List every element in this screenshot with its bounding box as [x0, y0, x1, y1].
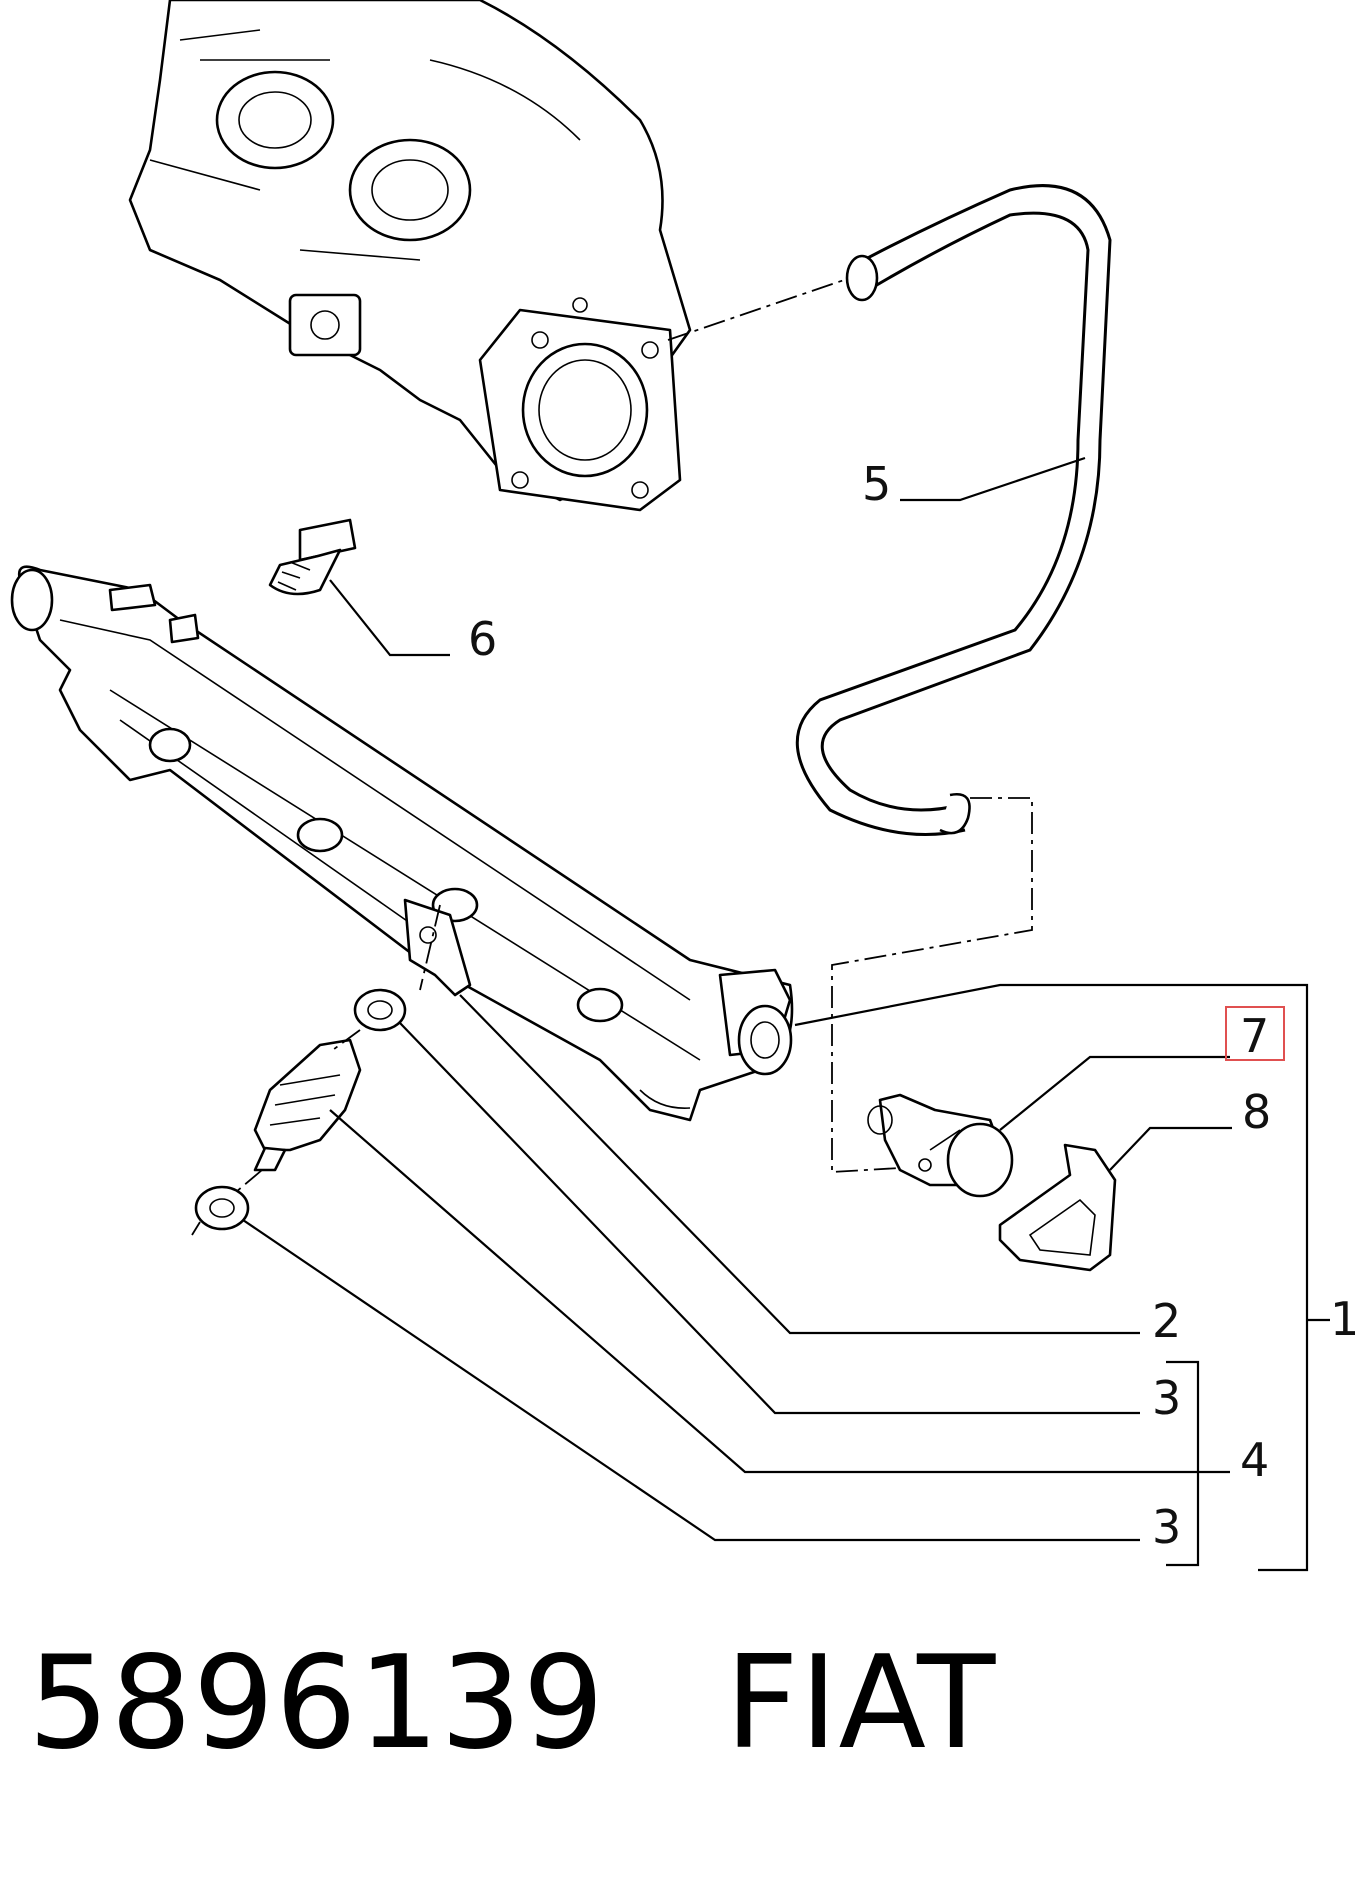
o-ring-lower: [194, 1185, 250, 1231]
callout-1: 1: [1330, 1292, 1355, 1346]
callout-7: 7: [1240, 1009, 1269, 1063]
intake-manifold: [128, 0, 692, 512]
o-ring-upper: [353, 988, 407, 1032]
leader-lines: [242, 456, 1330, 1572]
callout-3-upper: 3: [1152, 1371, 1181, 1425]
callout-3-lower: 3: [1152, 1500, 1181, 1554]
brand-name: FIAT: [725, 1629, 997, 1778]
bolt: [268, 518, 357, 596]
callout-5: 5: [862, 457, 891, 511]
regulator-retaining-clip: [998, 1143, 1117, 1272]
fuel-injector: [253, 1038, 362, 1172]
callout-2: 2: [1152, 1294, 1181, 1348]
callout-6: 6: [468, 612, 497, 666]
injector-clip: [403, 898, 472, 997]
fuel-rail: [10, 565, 794, 1122]
callout-4: 4: [1240, 1433, 1269, 1487]
vacuum-hose: [795, 184, 1112, 836]
callout-7-highlight: [1225, 1006, 1285, 1061]
pressure-regulator: [867, 1093, 1014, 1198]
callout-8: 8: [1242, 1085, 1271, 1139]
part-number: 5896139: [28, 1629, 606, 1778]
